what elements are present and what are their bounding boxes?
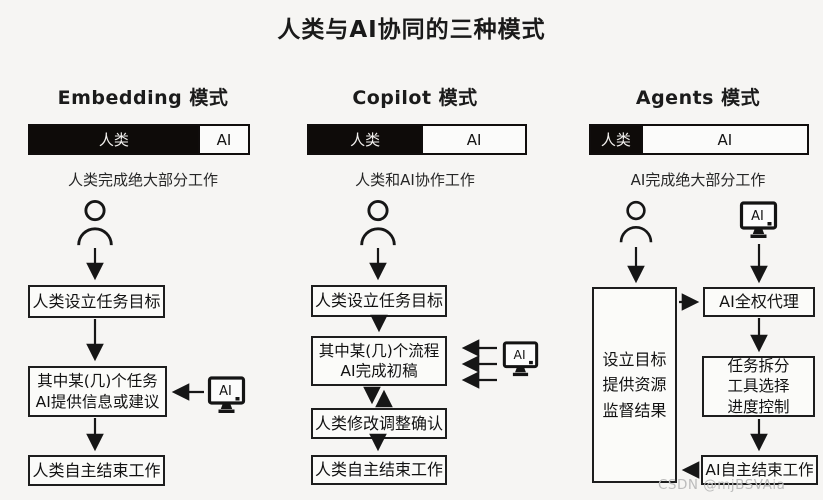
ratio-bar-copilot: 人类 AI xyxy=(307,124,527,155)
diagram-title: 人类与AI协同的三种模式 xyxy=(277,17,546,43)
flow-box-ai-tasks: 任务拆分 工具选择 进度控制 xyxy=(702,356,815,417)
ai-computer-icon: AI xyxy=(502,341,539,377)
ratio-bar-agents: 人类 AI xyxy=(589,124,809,155)
flow-box-finish: AI自主结束工作 xyxy=(701,455,818,485)
ai-segment: AI xyxy=(197,126,248,153)
ai-segment: AI xyxy=(640,126,807,153)
flow-box-set-goal: 人类设立任务目标 xyxy=(311,285,447,317)
flow-box-finish: 人类自主结束工作 xyxy=(28,455,165,486)
human-segment: 人类 xyxy=(309,126,422,153)
flow-box-finish: 人类自主结束工作 xyxy=(311,455,447,485)
flow-box-ai-assist: 其中某(几)个任务 AI提供信息或建议 xyxy=(28,366,167,417)
column-subtitle-embedding: 人类完成绝大部分工作 xyxy=(67,171,218,189)
column-subtitle-agents: AI完成绝大部分工作 xyxy=(630,171,766,189)
ai-computer-icon: AI xyxy=(207,376,246,413)
ai-icon-label: AI xyxy=(751,209,764,224)
person-icon xyxy=(360,199,396,246)
ai-computer-icon: AI xyxy=(739,201,778,238)
person-icon xyxy=(77,199,113,246)
person-icon xyxy=(619,200,653,243)
human-segment: 人类 xyxy=(30,126,198,153)
flow-box-ai-delegate: AI全权代理 xyxy=(703,287,815,317)
flow-box-ai-draft: 其中某(几)个流程 AI完成初稿 xyxy=(311,336,447,386)
ai-icon-label: AI xyxy=(219,384,232,399)
ratio-bar-embedding: 人类 AI xyxy=(28,124,250,155)
column-header-agents: Agents 模式 xyxy=(635,87,761,109)
flow-box-review: 人类修改调整确认 xyxy=(311,408,447,439)
ai-segment: AI xyxy=(421,126,525,153)
flow-box-human-role: 设立目标 提供资源 监督结果 xyxy=(592,287,677,483)
human-segment: 人类 xyxy=(591,126,641,153)
flow-box-set-goal: 人类设立任务目标 xyxy=(28,285,165,318)
ai-icon-label: AI xyxy=(514,348,526,362)
column-header-copilot: Copilot 模式 xyxy=(352,87,478,109)
column-header-embedding: Embedding 模式 xyxy=(57,87,229,109)
csdn-watermark: CSDN @mjBSVAia xyxy=(658,477,786,493)
column-subtitle-copilot: 人类和AI协作工作 xyxy=(355,171,475,189)
